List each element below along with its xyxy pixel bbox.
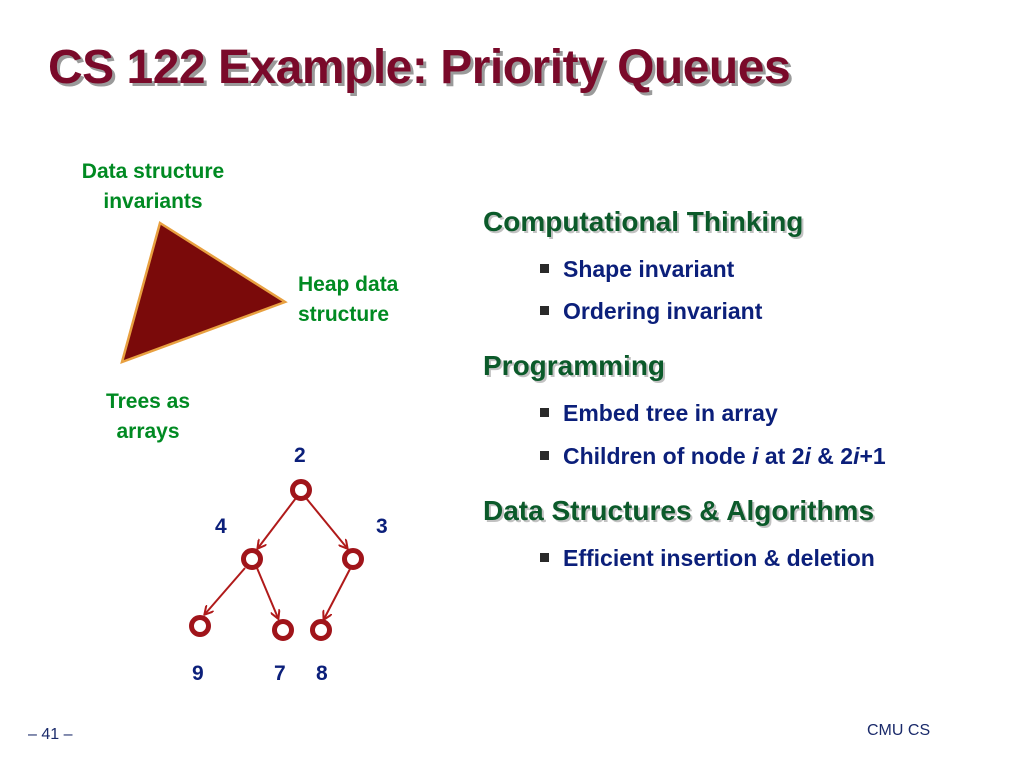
tree-node-left bbox=[241, 548, 263, 570]
tree-label-left-right: 7 bbox=[274, 662, 286, 685]
label-line-1: Heap data bbox=[298, 273, 399, 296]
tree-edge-root-right bbox=[305, 497, 347, 548]
tree-node-left-left bbox=[189, 615, 211, 637]
footer-org: CMU CS bbox=[867, 722, 931, 739]
bullet-text: Embed tree in array bbox=[563, 400, 778, 426]
label-line-1: Data structure bbox=[81, 160, 225, 183]
var-i: i bbox=[804, 443, 811, 469]
tree-edge-root-left bbox=[258, 497, 297, 548]
bullet-text-suffix: +1 bbox=[859, 443, 886, 469]
page-number: – 41 – bbox=[28, 726, 73, 743]
tree-label-left-left: 9 bbox=[192, 662, 204, 685]
bullet-text-mid: at 2 bbox=[758, 443, 805, 469]
var-i: i bbox=[853, 443, 860, 469]
tree-node-left-right bbox=[272, 619, 294, 641]
bullet-ordering-invariant: Ordering invariant bbox=[540, 298, 762, 325]
bullet-children-of-node: Children of node i at 2i & 2i+1 bbox=[540, 443, 886, 470]
tree-edge-left-right bbox=[256, 567, 278, 618]
bullet-square-icon bbox=[540, 408, 549, 418]
bullet-embed-tree: Embed tree in array bbox=[540, 400, 778, 427]
label-heap-data-structure: Heap data structure bbox=[298, 270, 398, 330]
bullet-text-amp: & 2 bbox=[810, 443, 854, 469]
section-heading-programming: Programming bbox=[483, 350, 666, 381]
tree-edge-right-left bbox=[324, 568, 351, 619]
label-line-1: Trees as bbox=[105, 390, 191, 413]
bullet-square-icon bbox=[540, 306, 549, 316]
label-line-2: structure bbox=[298, 303, 390, 326]
bullet-text-prefix: Children of node bbox=[563, 443, 753, 469]
tree-node-right-left bbox=[310, 619, 332, 641]
bullet-efficient-insertion: Efficient insertion & deletion bbox=[540, 545, 875, 572]
tree-label-right-left: 8 bbox=[316, 662, 328, 685]
label-line-2: invariants bbox=[103, 190, 203, 213]
section-heading-data-structures: Data Structures & Algorithms bbox=[483, 495, 875, 526]
bullet-square-icon bbox=[540, 264, 549, 274]
tree-node-right bbox=[342, 548, 364, 570]
tree-edge-left-left bbox=[205, 567, 246, 614]
tree-node-root bbox=[290, 479, 312, 501]
tree-label-root: 2 bbox=[294, 444, 306, 467]
label-trees-as-arrays: Trees as arrays bbox=[78, 387, 218, 447]
bullet-shape-invariant: Shape invariant bbox=[540, 256, 734, 283]
tree-label-right: 3 bbox=[376, 515, 388, 538]
bullet-text: Efficient insertion & deletion bbox=[563, 545, 875, 571]
bullet-square-icon bbox=[540, 451, 549, 461]
label-data-structure-invariants: Data structure invariants bbox=[58, 157, 248, 217]
slide-title: CS 122 Example: Priority Queues bbox=[48, 41, 791, 94]
tree-label-left: 4 bbox=[215, 515, 227, 538]
bullet-square-icon bbox=[540, 553, 549, 563]
invariant-triangle bbox=[120, 221, 288, 365]
section-heading-computational-thinking: Computational Thinking bbox=[483, 206, 804, 237]
bullet-text: Ordering invariant bbox=[563, 298, 763, 324]
label-line-2: arrays bbox=[116, 420, 180, 443]
var-i: i bbox=[752, 443, 759, 469]
bullet-text: Shape invariant bbox=[563, 256, 735, 282]
